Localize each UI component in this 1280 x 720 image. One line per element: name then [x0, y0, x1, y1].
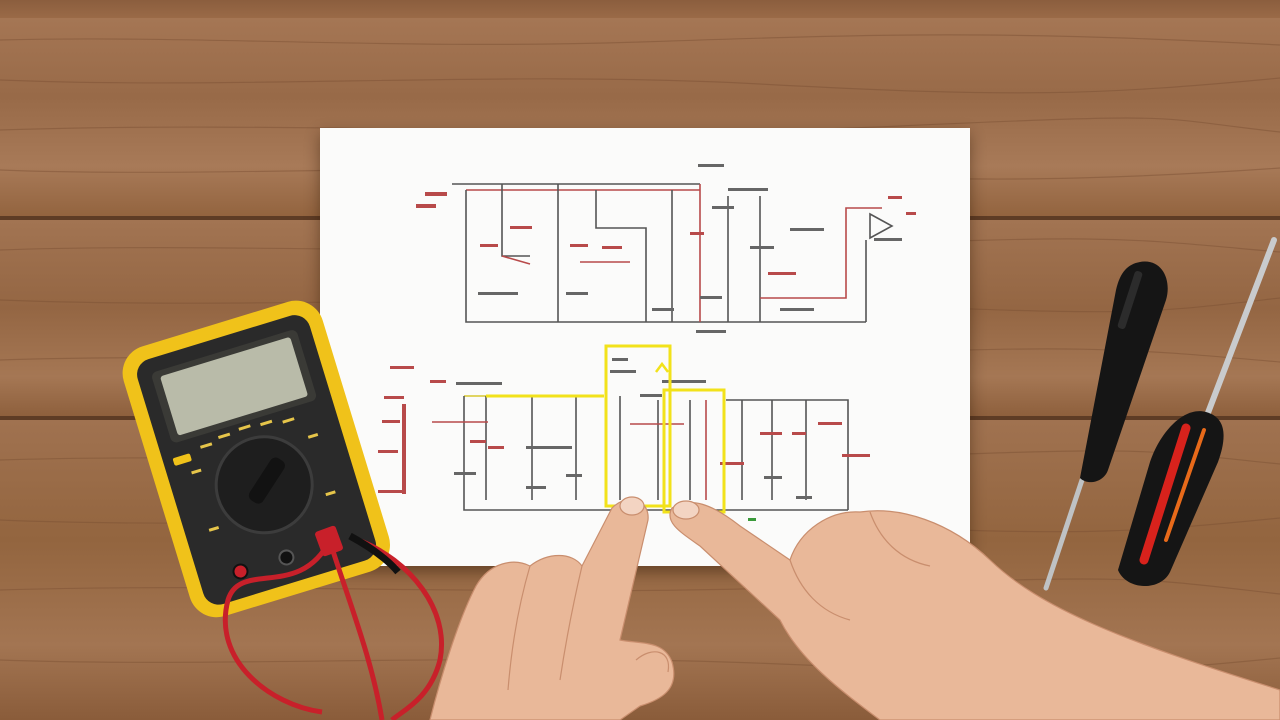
- lower-component-marks: [378, 366, 870, 494]
- probe-jack-red[interactable]: [232, 563, 249, 580]
- lower-labels-dark: [454, 358, 812, 499]
- dial-knob[interactable]: [247, 455, 288, 506]
- right-hand: [669, 500, 1280, 720]
- red-lead: [222, 538, 333, 715]
- probe-jack-com[interactable]: [278, 549, 295, 566]
- upper-circuit: [452, 183, 894, 323]
- screwdriver-black: [1043, 261, 1168, 591]
- upper-labels-dark: [478, 164, 902, 333]
- multimeter-button[interactable]: [172, 453, 192, 466]
- black-lead: [348, 532, 401, 575]
- plank: [0, 0, 1280, 18]
- upper-component-marks: [416, 192, 916, 275]
- green-mark: [748, 518, 756, 521]
- left-hand: [429, 496, 675, 720]
- lower-circuit: [432, 395, 849, 511]
- highlighter-marks: [486, 344, 726, 514]
- screwdriver-red: [1118, 237, 1277, 587]
- red-plug: [315, 525, 343, 557]
